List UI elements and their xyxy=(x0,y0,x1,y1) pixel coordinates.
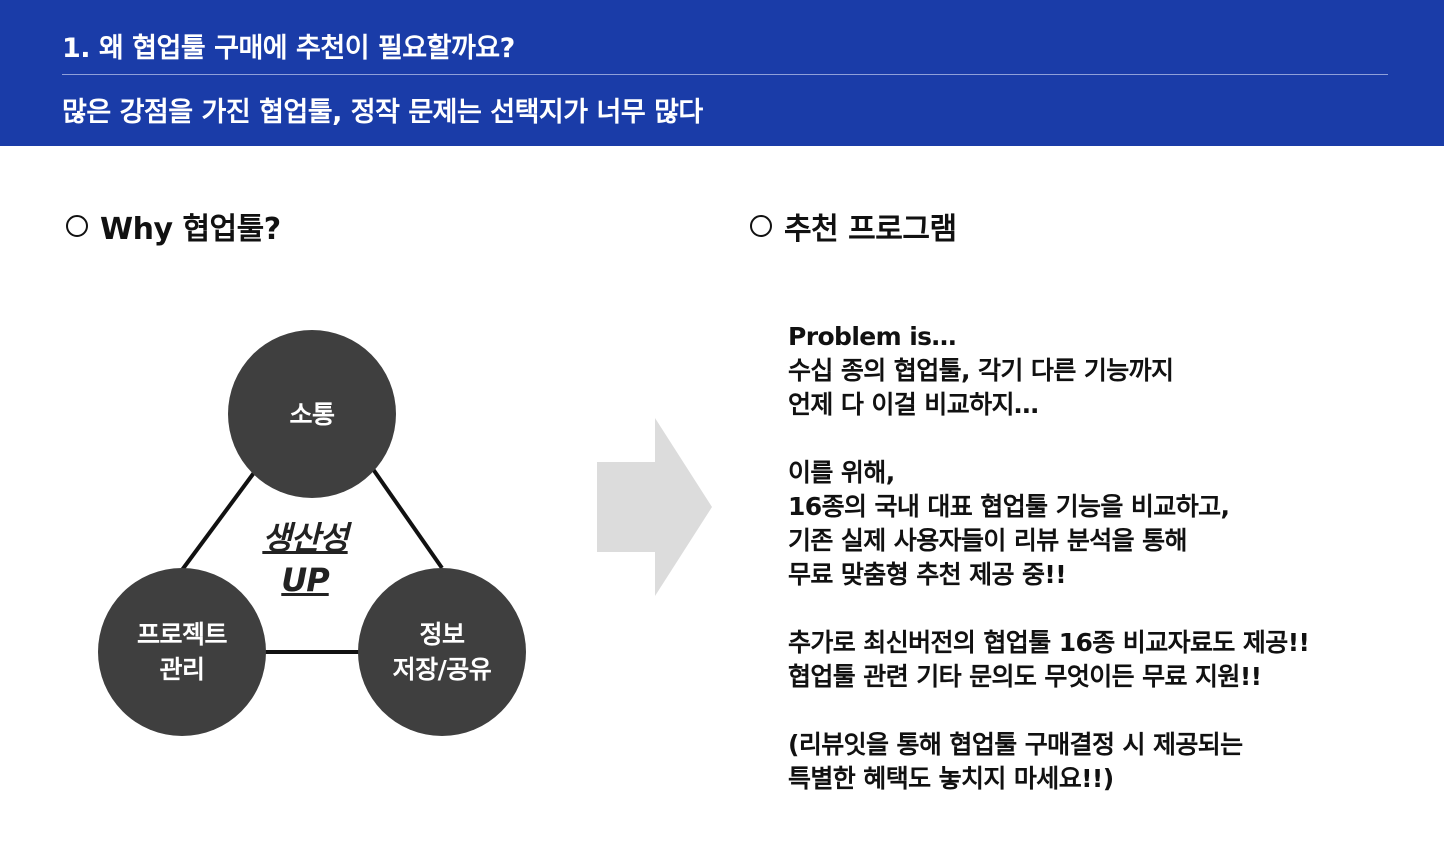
why-section-heading: Why 협업툴? xyxy=(66,204,281,248)
header-divider xyxy=(62,74,1388,75)
circle-info-sharing-line1: 정보 xyxy=(419,620,465,649)
benefit-note-paragraph: (리뷰잇을 통해 협업툴 구매결정 시 제공되는 특별한 혜택도 놓치지 마세요… xyxy=(788,728,1348,796)
recommend-section-heading: 추천 프로그램 xyxy=(750,204,957,248)
text-line: 언제 다 이걸 비교하지… xyxy=(788,390,1039,419)
circle-project-management-line2: 관리 xyxy=(159,655,205,684)
right-arrow-icon xyxy=(597,418,712,596)
text-line: Problem is… xyxy=(788,322,956,351)
text-line: (리뷰잇을 통해 협업툴 구매결정 시 제공되는 xyxy=(788,730,1243,759)
text-line: 무료 맞춤형 추천 제공 중!! xyxy=(788,560,1067,589)
productivity-label-line1: 생산성 xyxy=(262,519,348,557)
why-section-heading-text: Why 협업툴? xyxy=(100,212,281,247)
productivity-up-label: 생산성 UP xyxy=(240,518,370,601)
circle-bullet-icon xyxy=(750,215,772,237)
circle-communication-label: 소통 xyxy=(289,399,335,429)
text-line: 협업툴 관련 기타 문의도 무엇이든 무료 지원!! xyxy=(788,662,1262,691)
recommend-section-heading-text: 추천 프로그램 xyxy=(784,212,957,247)
text-line: 수십 종의 협업툴, 각기 다른 기능까지 xyxy=(788,356,1174,385)
circle-project-management-line1: 프로젝트 xyxy=(136,620,228,649)
connector-top-right xyxy=(366,460,444,570)
problem-paragraph: Problem is… 수십 종의 협업툴, 각기 다른 기능까지 언제 다 이… xyxy=(788,320,1348,422)
circle-bullet-icon xyxy=(66,215,88,237)
page-title: 1. 왜 협업툴 구매에 추천이 필요할까요? xyxy=(62,33,515,64)
solution-paragraph: 이를 위해, 16종의 국내 대표 협업툴 기능을 비교하고, 기존 실제 사용… xyxy=(788,456,1348,592)
text-line: 이를 위해, xyxy=(788,458,895,487)
circle-info-sharing-line2: 저장/공유 xyxy=(392,655,492,684)
circle-info-sharing: 정보 저장/공유 xyxy=(358,568,526,736)
text-line: 추가로 최신버전의 협업툴 16종 비교자료도 제공!! xyxy=(788,628,1310,657)
text-line: 16종의 국내 대표 협업툴 기능을 비교하고, xyxy=(788,492,1230,521)
text-line: 특별한 혜택도 놓치지 마세요!!) xyxy=(788,764,1114,793)
extras-paragraph: 추가로 최신버전의 협업툴 16종 비교자료도 제공!! 협업툴 관련 기타 문… xyxy=(788,626,1348,694)
text-line: 기존 실제 사용자들이 리뷰 분석을 통해 xyxy=(788,526,1188,555)
page-subtitle: 많은 강점을 가진 협업툴, 정작 문제는 선택지가 너무 많다 xyxy=(62,97,703,128)
circle-project-management: 프로젝트 관리 xyxy=(98,568,266,736)
productivity-label-line2: UP xyxy=(281,560,329,599)
header-banner: 1. 왜 협업툴 구매에 추천이 필요할까요? 많은 강점을 가진 협업툴, 정… xyxy=(0,0,1444,146)
circle-communication: 소통 xyxy=(228,330,396,498)
